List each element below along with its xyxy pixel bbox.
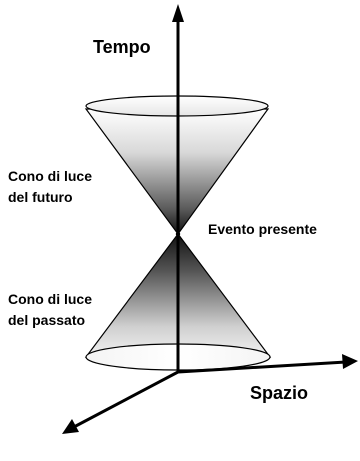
- time-axis: [172, 4, 184, 372]
- time-axis-arrowhead: [172, 4, 184, 22]
- depth-axis-arrowhead: [62, 419, 79, 434]
- depth-axis: [62, 370, 179, 434]
- present-event-label: Evento presente: [208, 221, 317, 237]
- space-axis: [177, 354, 358, 374]
- space-axis-label: Spazio: [250, 383, 308, 403]
- space-axis-arrowhead: [342, 354, 358, 369]
- past-cone-label-line2: del passato: [8, 312, 85, 328]
- time-axis-label: Tempo: [93, 37, 151, 57]
- future-cone-label-line2: del futuro: [8, 189, 73, 205]
- past-cone-label-line1: Cono di luce: [8, 291, 92, 307]
- future-cone-label-line1: Cono di luce: [8, 168, 92, 184]
